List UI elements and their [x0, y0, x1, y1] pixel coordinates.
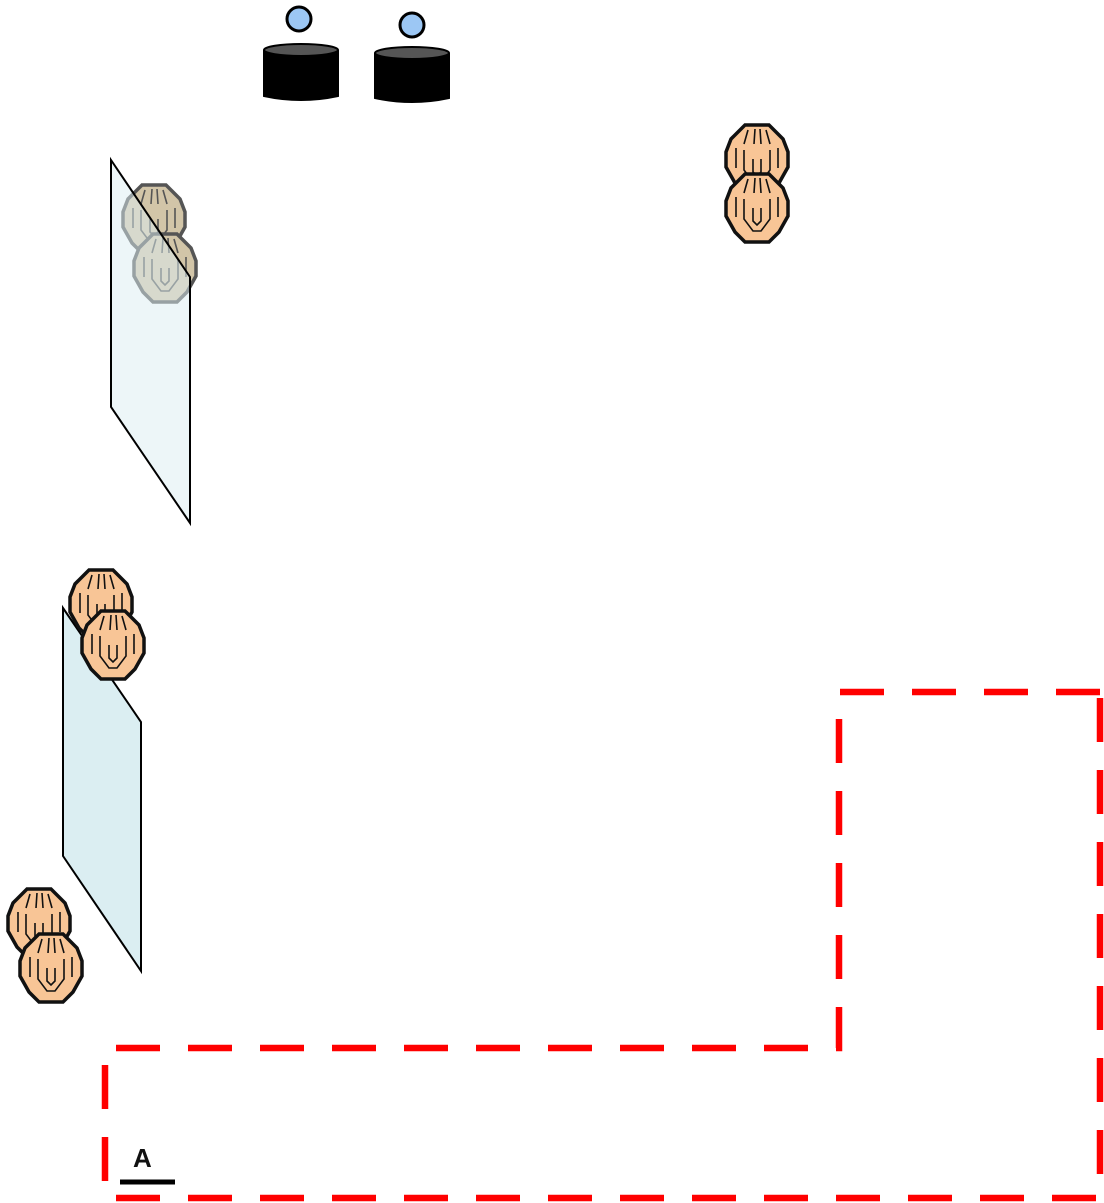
operator-top: [264, 44, 338, 56]
hostile-target-icon: [726, 174, 788, 242]
operator-head-icon: [287, 7, 311, 31]
target-pair-bottom-left[interactable]: [8, 889, 82, 1002]
zone-label: A: [133, 1143, 152, 1173]
operator-body: [375, 53, 449, 102]
operator-head-icon: [400, 13, 424, 37]
operator-top: [375, 47, 449, 59]
operator-body: [264, 50, 338, 100]
hostile-target-icon: [20, 934, 82, 1002]
operator-1[interactable]: [264, 7, 338, 100]
target-pair-top-right[interactable]: [726, 125, 788, 242]
zone-boundary[interactable]: [105, 692, 1100, 1198]
operator-2[interactable]: [375, 13, 449, 102]
hostile-target-icon: [82, 611, 144, 679]
